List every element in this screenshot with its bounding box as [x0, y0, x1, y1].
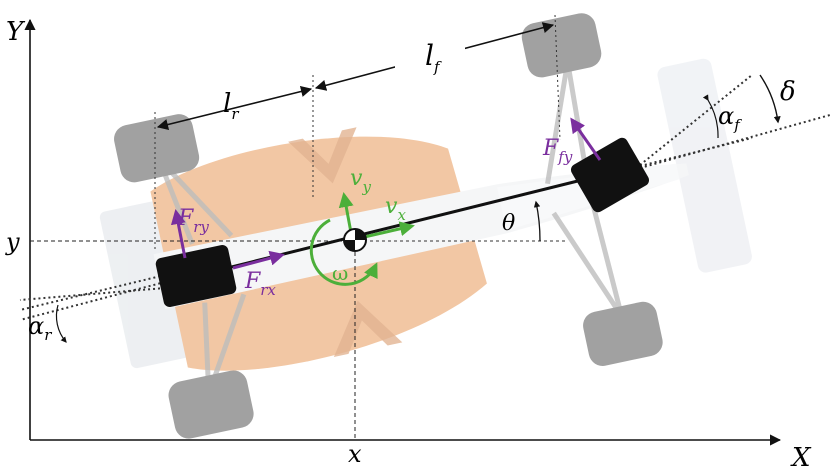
- heading-angle-arc: [533, 200, 541, 242]
- front-wheel-icon: [570, 137, 650, 213]
- front-length-label: lf: [425, 39, 442, 76]
- rear-length-label: lr: [223, 89, 239, 123]
- rear-wing: [99, 201, 190, 369]
- heading-angle-label: θ: [502, 211, 515, 236]
- longitudinal-velocity-label: vx: [385, 194, 406, 224]
- y-position-label: y: [5, 228, 20, 256]
- front-left-tire: [521, 13, 602, 78]
- steering-angle-label: δ: [780, 77, 796, 107]
- rear-lateral-force-label: Fry: [177, 206, 209, 236]
- rear-slip-label: αr: [28, 312, 52, 344]
- rear-wheel-icon: [155, 244, 237, 308]
- rear-right-tire: [168, 370, 254, 439]
- center-of-mass-icon: [343, 228, 367, 252]
- steering-angle-arc: [759, 74, 781, 124]
- front-wing: [657, 58, 752, 273]
- front-slip-label: αf: [718, 102, 742, 134]
- lateral-velocity-label: vy: [350, 166, 371, 196]
- front-lateral-force-arrow: [570, 117, 602, 161]
- front-right-tire: [583, 301, 663, 366]
- front-axle-guide: [554, 14, 561, 141]
- rear-lateral-force-arrow: [170, 209, 187, 259]
- front-slip-arc: [702, 94, 719, 139]
- y-axis-label: Y: [6, 17, 26, 47]
- longitudinal-velocity-arrow: [359, 221, 415, 240]
- front-lateral-force-label: Ffy: [542, 136, 573, 166]
- x-position-label: x: [348, 440, 362, 468]
- rear-longitudinal-force-label: Frx: [244, 269, 276, 299]
- rear-velocity-direction: [19, 287, 166, 301]
- x-axis-label: X: [790, 443, 812, 469]
- front-velocity-direction: [639, 74, 753, 166]
- rear-length-arrow: [156, 85, 313, 131]
- yaw-rate-label: ω: [332, 261, 348, 285]
- rear-longitudinal-force-arrow: [232, 250, 285, 270]
- yaw-rate-arc: [309, 218, 378, 286]
- rear-slip-arc: [55, 304, 67, 343]
- rear-left-tire: [114, 114, 200, 183]
